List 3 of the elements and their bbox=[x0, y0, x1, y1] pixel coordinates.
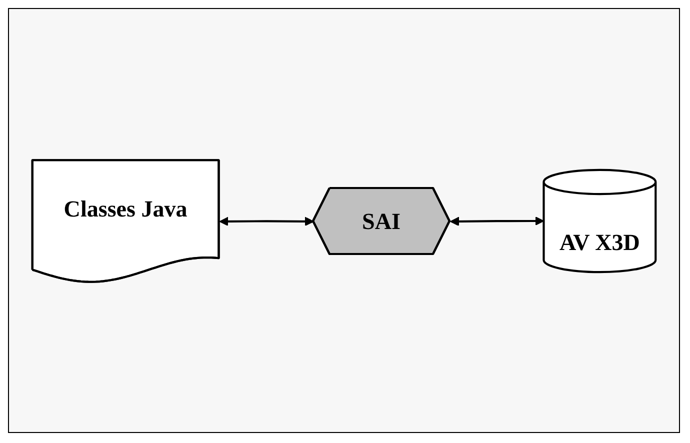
arrow bbox=[219, 216, 314, 226]
frame-background: Classes Java SAI AV X3D bbox=[8, 8, 680, 433]
arrow bbox=[450, 216, 544, 226]
